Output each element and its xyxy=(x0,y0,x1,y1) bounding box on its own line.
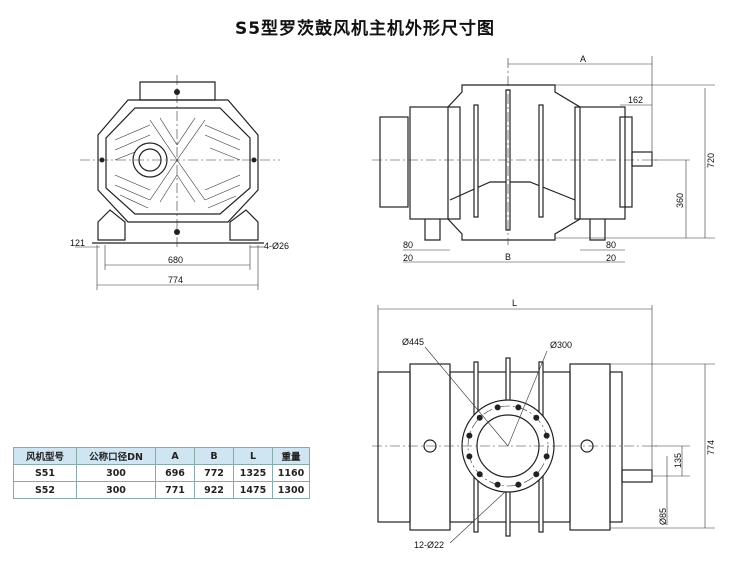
dim-20-right: 20 xyxy=(606,253,616,263)
dim-80-right: 80 xyxy=(606,240,616,250)
cell: 771 xyxy=(155,481,195,499)
dim-360: 360 xyxy=(675,193,685,208)
col-b: B xyxy=(194,447,234,465)
col-a: A xyxy=(155,447,195,465)
col-model: 风机型号 xyxy=(13,447,77,465)
bolt-hole xyxy=(476,471,483,478)
cell: S51 xyxy=(13,464,77,482)
bolt-hole xyxy=(476,414,483,421)
dim-20-left: 20 xyxy=(403,253,413,263)
bolt-hole xyxy=(515,404,522,411)
dim-121: 121 xyxy=(70,238,85,248)
cell: 1325 xyxy=(233,464,273,482)
cell: 300 xyxy=(76,464,156,482)
bolt-hole xyxy=(494,481,501,488)
dim-80-left: 80 xyxy=(403,240,413,250)
table-row: S52 300 771 922 1475 1300 xyxy=(13,481,310,499)
dim-L: L xyxy=(512,298,517,308)
dim-B: B xyxy=(505,252,511,262)
dim-774-top: 774 xyxy=(706,440,716,455)
bolt-hole xyxy=(466,453,473,460)
cell: 772 xyxy=(194,464,234,482)
table-header-row: 风机型号 公称口径DN A B L 重量 xyxy=(13,447,310,465)
cell: 922 xyxy=(194,481,234,499)
dim-135: 135 xyxy=(673,453,683,468)
bolt-hole xyxy=(543,453,550,460)
cell: 1475 xyxy=(233,481,273,499)
cell: S52 xyxy=(13,481,77,499)
cell: 696 xyxy=(155,464,195,482)
bolt-hole xyxy=(543,432,550,439)
bolt-hole xyxy=(515,481,522,488)
col-l: L xyxy=(233,447,273,465)
dim-holes: 4-Ø26 xyxy=(264,241,289,251)
dim-774: 774 xyxy=(168,275,183,285)
cell: 1300 xyxy=(272,481,310,499)
side-view: A 162 720 360 80 20 80 20 B xyxy=(372,54,716,263)
table-row: S51 300 696 772 1325 1160 xyxy=(13,464,310,482)
dim-85: Ø85 xyxy=(658,508,668,525)
drawing-title: S5型罗茨鼓风机主机外形尺寸图 xyxy=(234,19,496,39)
bolt-hole xyxy=(466,432,473,439)
bolt-hole xyxy=(494,404,501,411)
dim-162: 162 xyxy=(628,95,643,105)
top-view: L Ø445 Ø300 12-Ø22 135 774 Ø85 xyxy=(372,298,716,550)
dim-A: A xyxy=(580,54,586,64)
dim-445: Ø445 xyxy=(402,337,424,347)
col-dn: 公称口径DN xyxy=(76,447,156,465)
bolt-hole xyxy=(533,471,540,478)
dim-bolts: 12-Ø22 xyxy=(414,540,444,550)
spec-table: 风机型号 公称口径DN A B L 重量 S51 300 696 772 132… xyxy=(13,447,310,499)
cell: 300 xyxy=(76,481,156,499)
bolt-hole xyxy=(533,414,540,421)
dim-680: 680 xyxy=(168,255,183,265)
col-weight: 重量 xyxy=(272,447,310,465)
dim-300: Ø300 xyxy=(550,340,572,350)
front-view: 121 4-Ø26 680 774 xyxy=(70,75,289,290)
dim-720: 720 xyxy=(706,153,716,168)
cell: 1160 xyxy=(272,464,310,482)
